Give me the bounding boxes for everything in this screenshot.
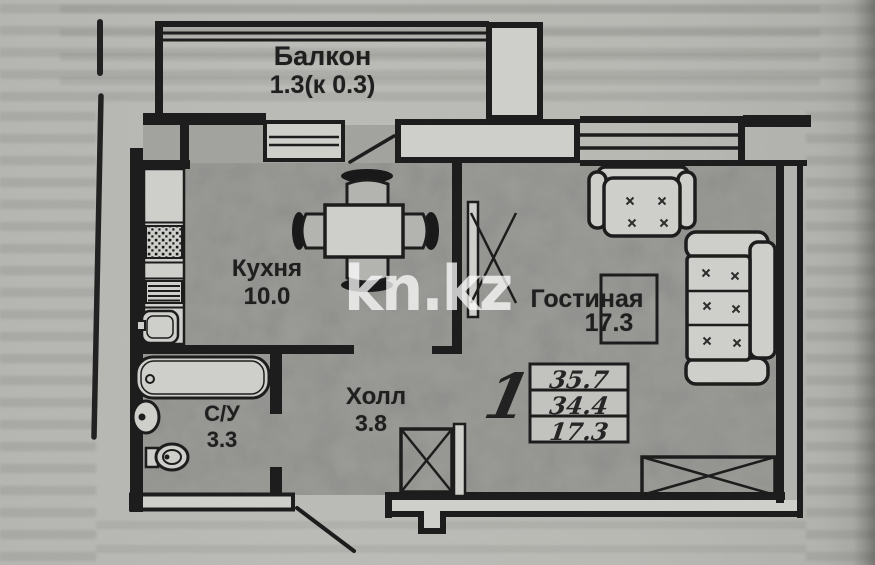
living-area-label: 17.3 [584, 309, 634, 337]
kitchen-area-label: 10.0 [243, 283, 291, 310]
area-table-row-living: 34.4 [547, 391, 611, 420]
kitchen-name-label: Кухня [231, 255, 303, 282]
balcony-name-label: Балкон [273, 41, 372, 71]
watermark: kn.kz [344, 252, 513, 325]
bathroom-area-label: 3.3 [206, 427, 238, 452]
hall-name-label: Холл [345, 383, 407, 410]
bathroom-name-label: С/У [204, 401, 240, 426]
living-name-label: Гостиная [530, 285, 644, 313]
hall-area-label: 3.8 [355, 410, 387, 436]
area-table-row-total: 35.7 [547, 365, 611, 394]
area-table-row-room: 17.3 [547, 417, 611, 446]
balcony-area-label: 1.3(к 0.3) [269, 71, 376, 99]
